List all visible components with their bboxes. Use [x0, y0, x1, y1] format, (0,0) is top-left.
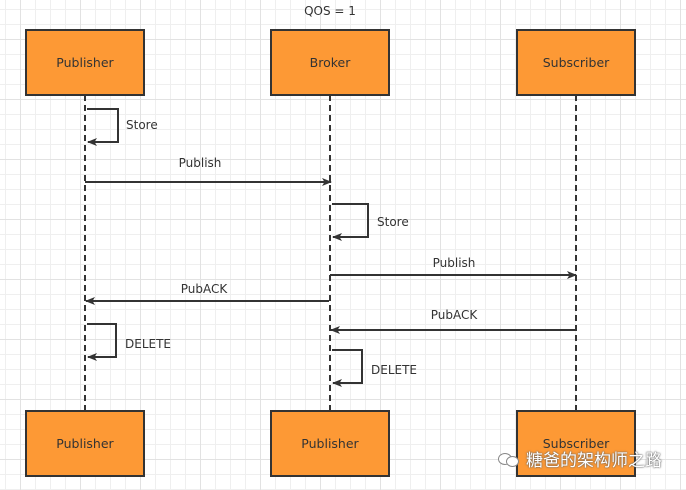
diagram-title: QOS = 1 — [304, 4, 356, 18]
message-puback-to-broker[interactable]: PubACK — [330, 308, 575, 334]
message-store-publisher[interactable]: Store — [87, 108, 158, 146]
participant-label: Subscriber — [543, 436, 610, 451]
wechat-icon — [498, 451, 520, 467]
message-label: Publish — [179, 156, 222, 170]
message-label: PubACK — [431, 308, 479, 322]
participant-broker-top[interactable]: Broker — [270, 29, 390, 96]
message-publish-to-subscriber[interactable]: Publish — [330, 256, 577, 279]
participant-label: Publisher — [56, 55, 114, 70]
participant-publisher-bottom[interactable]: Publisher — [25, 410, 145, 477]
watermark-text: 糖爸的架构师之路 — [526, 451, 662, 471]
watermark: 糖爸的架构师之路 — [498, 446, 662, 471]
message-label: Publish — [433, 256, 476, 270]
participant-label: Publisher — [56, 436, 114, 451]
message-label: Store — [377, 215, 409, 229]
message-label: DELETE — [125, 337, 171, 351]
message-store-broker[interactable]: Store — [332, 203, 409, 241]
participant-label: Subscriber — [543, 55, 610, 70]
participant-label: Broker — [310, 55, 352, 70]
message-label: DELETE — [371, 363, 417, 377]
participant-label: Publisher — [301, 436, 359, 451]
message-label: PubACK — [181, 282, 229, 296]
message-puback-to-publisher[interactable]: PubACK — [85, 282, 329, 305]
participant-publisher-bottom-2[interactable]: Publisher — [270, 410, 390, 477]
message-delete-broker[interactable]: DELETE — [332, 349, 417, 387]
participant-subscriber-top[interactable]: Subscriber — [516, 29, 636, 96]
participant-publisher-top[interactable]: Publisher — [25, 29, 145, 96]
message-label: Store — [126, 118, 158, 132]
message-delete-publisher[interactable]: DELETE — [87, 323, 171, 361]
participant-subscriber-bottom[interactable]: Subscriber — [516, 410, 636, 477]
message-publish-to-broker[interactable]: Publish — [85, 156, 332, 186]
